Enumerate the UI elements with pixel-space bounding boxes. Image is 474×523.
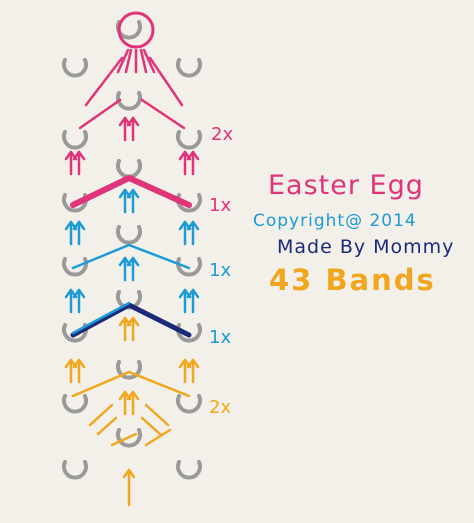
- orange-arrow-icon: [144, 403, 170, 427]
- cap-arrow-icon: [116, 48, 130, 74]
- pink-band: [140, 98, 186, 130]
- orange-band: [127, 370, 191, 398]
- pattern-title: Easter Egg: [268, 170, 424, 201]
- peg: [116, 159, 142, 179]
- blue-outline-band: [70, 302, 132, 338]
- arrowhead-icon: [126, 316, 140, 327]
- arrowhead-icon: [186, 220, 200, 231]
- peg: [116, 360, 142, 380]
- repeat-label-blue: 1x: [209, 260, 232, 281]
- orange-arrow-icon: [144, 428, 172, 447]
- peg: [176, 58, 202, 78]
- peg: [62, 257, 88, 277]
- arrowhead-icon: [186, 150, 200, 161]
- blue-outline-band: [71, 301, 131, 335]
- arrowhead-icon: [126, 390, 140, 401]
- orange-band: [71, 370, 131, 398]
- cap-arrow-icon: [139, 48, 148, 74]
- arrowhead-icon: [186, 288, 200, 299]
- peg: [62, 460, 88, 480]
- arrowhead-icon: [72, 288, 86, 299]
- pink-outline-band: [126, 175, 192, 208]
- band-count: 43 Bands: [269, 263, 436, 297]
- orange-arrow-icon: [88, 403, 114, 427]
- copyright-text: Copyright@ 2014: [253, 211, 417, 231]
- peg: [116, 225, 142, 245]
- peg: [116, 428, 142, 448]
- blue-outline-band: [126, 302, 192, 338]
- arrowhead-icon: [126, 256, 140, 267]
- arrowhead-icon: [72, 150, 86, 161]
- repeat-label-pink-outline: 1x: [209, 195, 232, 216]
- repeat-label-pink: 2x: [211, 124, 234, 145]
- orange-arrow-icon: [140, 416, 162, 436]
- arrowhead-icon: [72, 358, 86, 369]
- arrowhead-icon: [122, 468, 136, 479]
- repeat-label-orange: 2x: [209, 397, 232, 418]
- peg: [176, 394, 202, 414]
- pink-diagonal: [84, 56, 124, 107]
- peg: [176, 460, 202, 480]
- peg: [62, 58, 88, 78]
- arrowhead-icon: [72, 220, 86, 231]
- peg: [116, 91, 142, 111]
- peg: [62, 130, 88, 150]
- author-text: Made By Mommy: [277, 236, 455, 258]
- pink-diagonal: [148, 56, 184, 107]
- cap-arrow-icon: [142, 48, 156, 74]
- arrowhead-icon: [126, 116, 140, 127]
- repeat-label-blue-outline: 1x: [209, 327, 232, 348]
- cap-arrow-icon: [124, 48, 133, 74]
- cap-band-circle: [117, 11, 155, 49]
- peg: [176, 130, 202, 150]
- orange-arrow-icon: [110, 432, 138, 447]
- arrowhead-icon: [126, 188, 140, 199]
- arrowhead-icon: [186, 358, 200, 369]
- pink-band: [78, 98, 122, 130]
- blue-band: [71, 243, 131, 270]
- peg: [62, 394, 88, 414]
- blue-band: [127, 243, 191, 270]
- pink-outline-band: [70, 175, 132, 208]
- orange-arrow-icon: [96, 416, 118, 436]
